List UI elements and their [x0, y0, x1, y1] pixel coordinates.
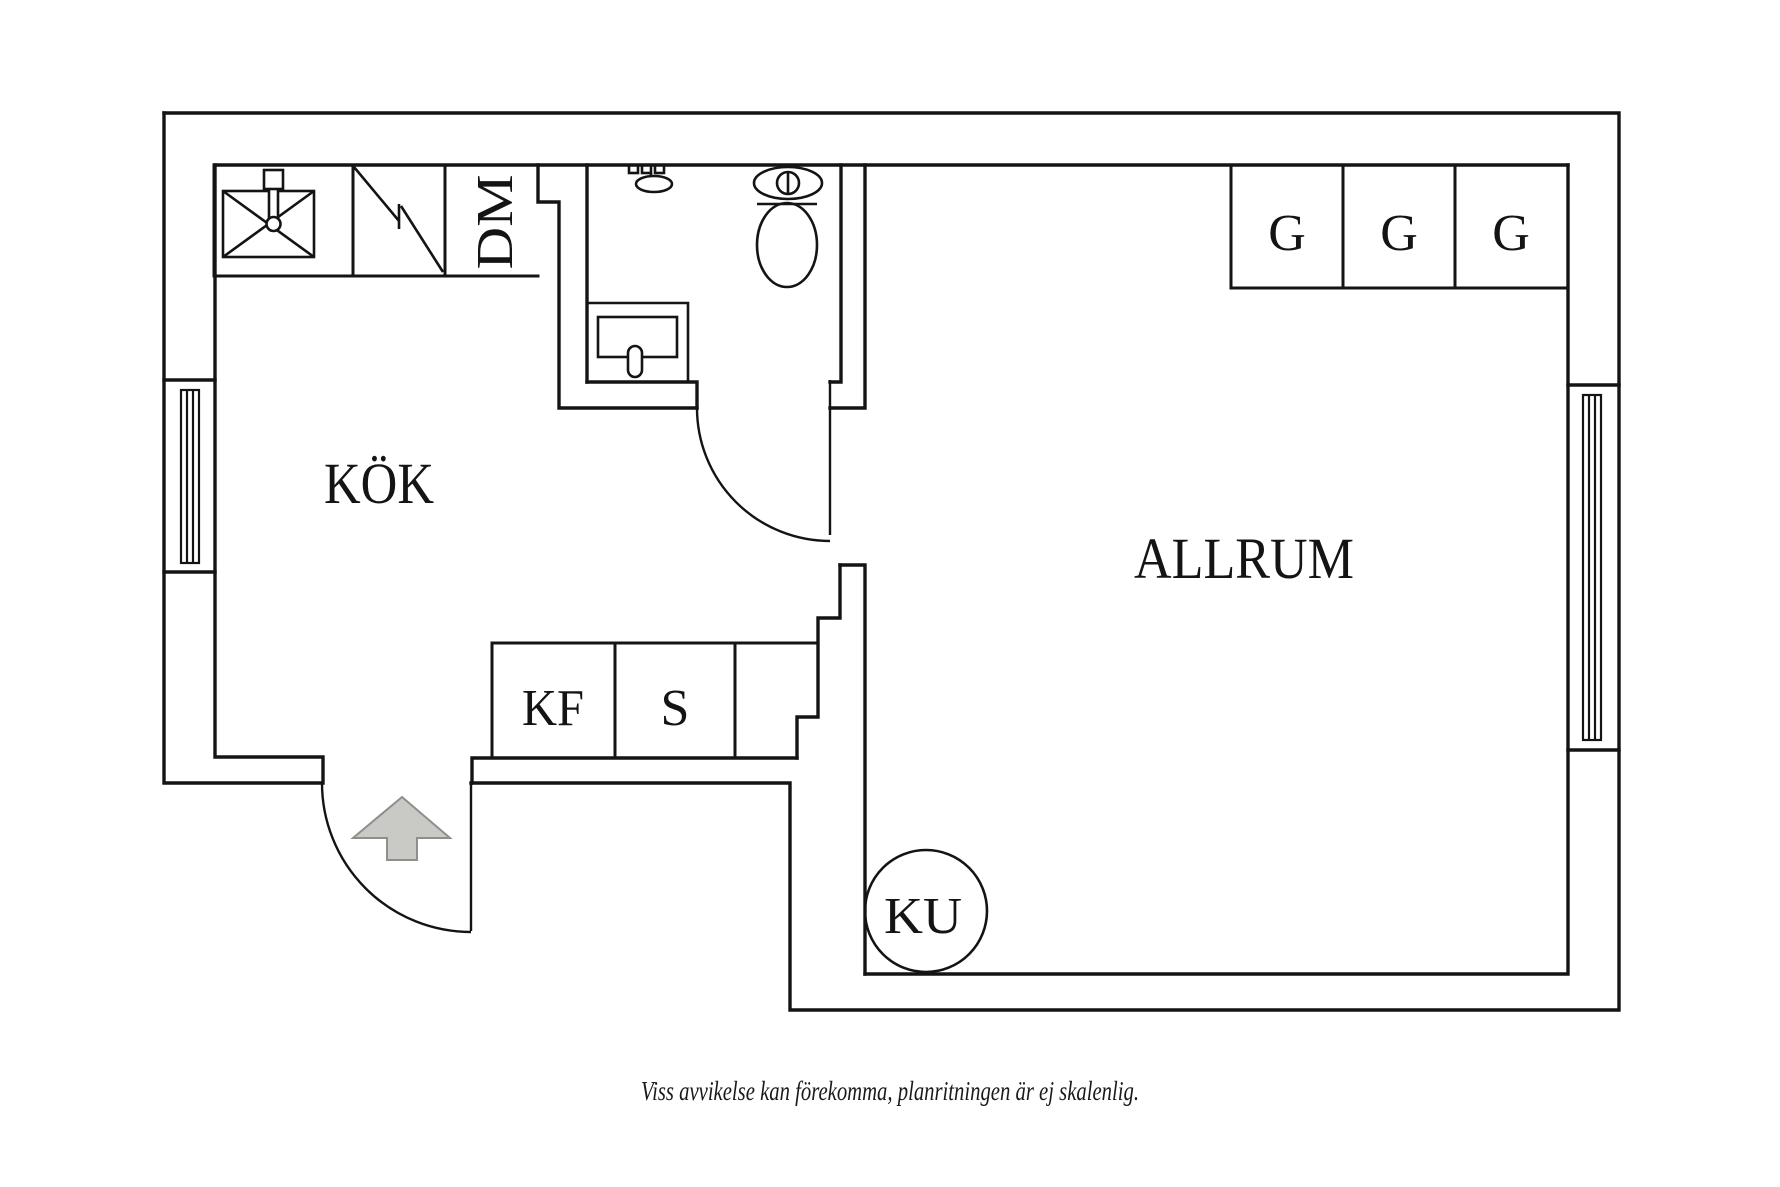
wardrobe-label-1: G [1268, 205, 1306, 262]
fridge-freezer-label: KF [522, 680, 584, 737]
inner-wall-right [863, 163, 1570, 976]
wardrobe-row-dividers [1341, 164, 1457, 290]
cabinetry [212, 163, 1570, 760]
bathroom-wall-inner-bottom [585, 380, 699, 410]
window-left-icon [179, 388, 201, 565]
walls [162, 111, 1621, 1012]
stove-icon [353, 166, 445, 273]
windows [179, 388, 1603, 742]
entry-door-arc [320, 782, 473, 934]
bathroom-door-arc [695, 380, 832, 543]
wardrobe-label-2: G [1380, 205, 1418, 262]
bathroom-wall-inner-right [828, 163, 843, 384]
fixtures [221, 163, 989, 974]
bathroom-wall-left [536, 163, 699, 410]
shaft-wall-steps [795, 563, 842, 760]
outer-wall-left [162, 111, 324, 785]
window-right-icon [1581, 393, 1603, 742]
window-opening-caps [162, 378, 1621, 752]
dishwasher-label: DM [467, 175, 524, 270]
kf-row-outline [490, 641, 820, 760]
kitchen-sink-icon [221, 168, 316, 259]
shower-icon [627, 163, 674, 194]
ku-circle [863, 848, 989, 974]
kitchen-label: KÖK [324, 451, 434, 516]
outer-wall-right [162, 111, 1621, 1012]
shaft-wall-right [838, 563, 867, 976]
bathroom-wall-outer-right [828, 163, 867, 410]
toilet-icon [752, 165, 824, 289]
vanity-sink-icon [587, 301, 690, 382]
disclaimer-text: Viss avvikelse kan förekomma, planritnin… [641, 1076, 1139, 1106]
wardrobe-label-3: G [1492, 205, 1530, 262]
kf-row-dividers [613, 641, 737, 760]
cabinet-label: S [661, 680, 690, 737]
inner-wall-kitchen-bottom [470, 756, 799, 785]
inner-wall-left [213, 163, 325, 785]
livingroom-label: ALLRUM [1134, 526, 1354, 591]
corner-unit-label: KU [884, 888, 962, 945]
doors [320, 380, 832, 934]
counter-row-dividers [351, 163, 447, 278]
entry-arrow-icon [350, 795, 453, 861]
counter-row-outline [212, 163, 540, 278]
